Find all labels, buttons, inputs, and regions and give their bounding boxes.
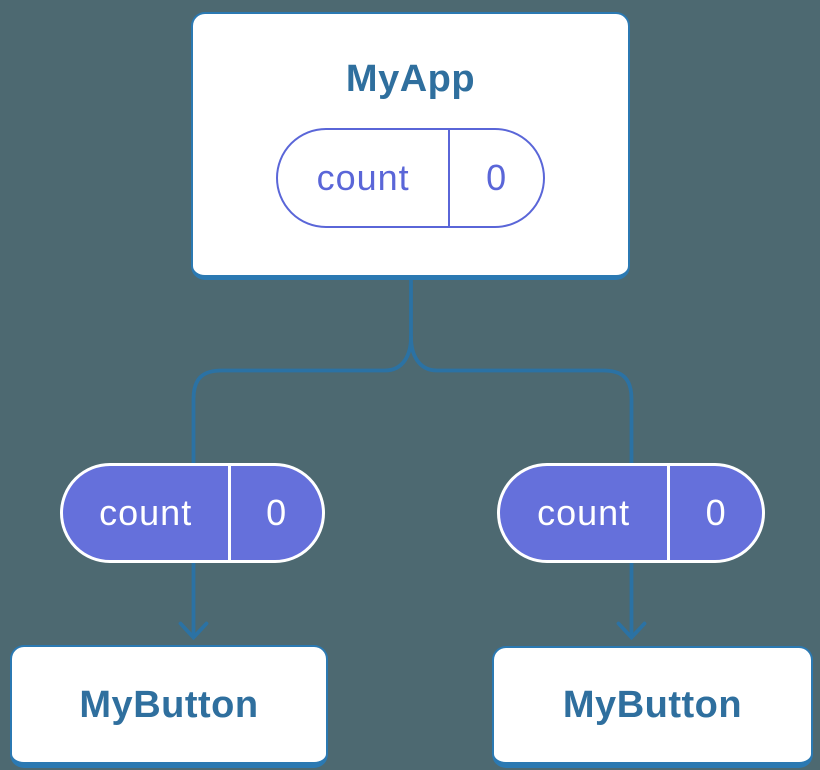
left-child-component-title: MyButton — [79, 683, 259, 726]
left-child-state-pill: count 0 — [60, 463, 325, 563]
right-child-state-pill: count 0 — [497, 463, 765, 563]
state-name-cell: count — [278, 130, 451, 226]
root-component-title: MyApp — [345, 58, 476, 100]
root-state-pill: count 0 — [276, 128, 545, 228]
state-value-cell: 0 — [266, 492, 288, 533]
right-child-component-title: MyButton — [562, 684, 743, 726]
left-branch-line — [191, 335, 413, 466]
left-child-component-box: MyButton — [10, 645, 328, 768]
state-value-cell: 0 — [705, 492, 727, 533]
root-component-box: MyApp count 0 — [191, 12, 630, 280]
state-name-cell: count — [500, 466, 671, 560]
right-child-component-box: MyButton — [492, 646, 813, 768]
state-name-cell: count — [63, 466, 232, 560]
left-arrow-head-icon — [178, 621, 209, 641]
right-branch-line — [409, 335, 634, 466]
right-arrow-head-icon — [616, 621, 647, 641]
state-value-cell: 0 — [486, 157, 508, 198]
